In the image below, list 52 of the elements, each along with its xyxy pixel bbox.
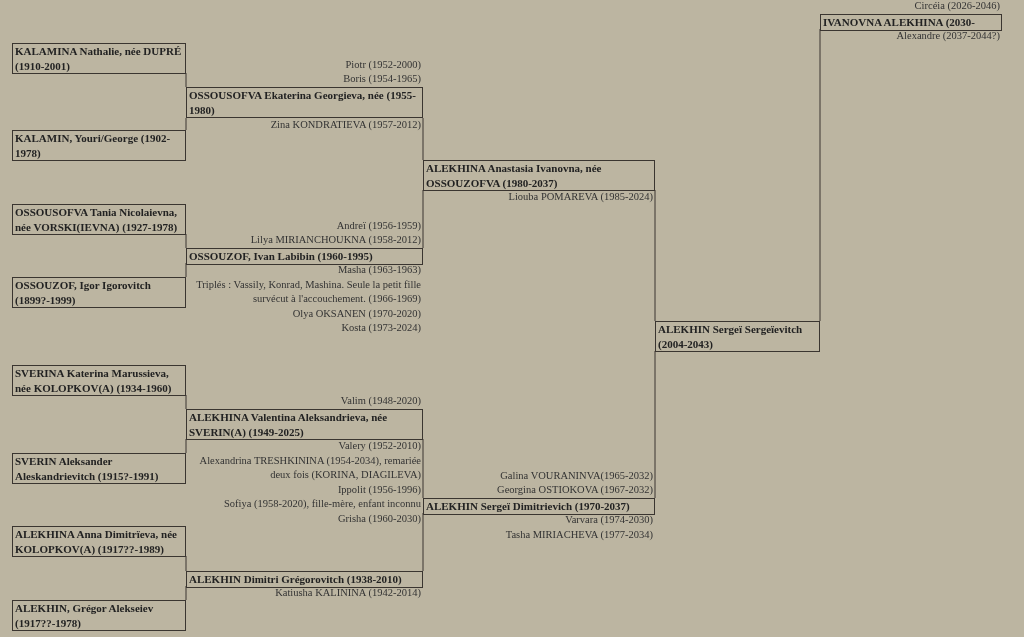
connector-line [422, 117, 424, 161]
person-box: OSSOUZOF, Igor Igorovitch (1899?-1999) [12, 277, 186, 308]
person-box: ALEKHIN, Grégor Alekseiev (1917??-1978) [12, 600, 186, 631]
person-box: ALEKHIN Sergeï Sergeïevitch (2004-2043) [655, 321, 820, 352]
person-box: OSSOUZOF, Ivan Labibin (1960-1995) [186, 248, 423, 265]
sibling-text: Liouba POMAREVA (1985-2024) [507, 190, 654, 204]
person-box: KALAMIN, Youri/George (1902-1978) [12, 130, 186, 161]
sibling-text: Kosta (1973-2024) [340, 321, 422, 336]
sibling-text: Ippolit (1956-1996) [336, 482, 422, 497]
sibling-text: Valim (1948-2020) [339, 394, 422, 409]
connector-line [422, 438, 424, 499]
sibling-text: Boris (1954-1965) [342, 72, 422, 87]
person-box: KALAMINA Nathalie, née DUPRÉ (1910-2001) [12, 43, 186, 74]
person-box: SVERINA Katerina Marussieva, née KOLOPKOV(A) (1934-1960) [12, 365, 186, 396]
sibling-text: Alexandrina TRESHKININA (1954-2034), remariée deux fois (KORINA, DIAGILEVA) [198, 453, 422, 483]
sibling-text: Varvara (1974-2030) [564, 513, 654, 527]
connector-line [422, 512, 424, 572]
sibling-text: Circéia (2026-2046) [913, 0, 1001, 14]
person-box: SVERIN Aleksander Aleskandrievitch (1915?-1991) [12, 453, 186, 484]
connector-line [819, 28, 821, 322]
connector-line [185, 585, 187, 601]
sibling-text: Katiusha KALININA (1942-2014) [274, 586, 422, 600]
person-box: ALEKHINA Valentina Aleksandrieva, née SVERIN(A) (1949-2025) [186, 409, 423, 440]
connector-line [185, 438, 187, 454]
sibling-text: Tasha MIRIACHEVA (1977-2034) [504, 527, 654, 542]
connector-line [185, 233, 187, 249]
connector-line [185, 555, 187, 572]
connector-line [654, 350, 656, 499]
connector-line [185, 394, 187, 410]
sibling-text: Alexandre (2037-2044?) [895, 29, 1001, 43]
connector-line [422, 189, 424, 249]
person-box: ALEKHINA Anastasia Ivanovna, née OSSOUZOFVA (1980-2037) [423, 160, 655, 191]
person-box: OSSOUSOFVA Tania Nicolaievna, née VORSKI(IEVNA) (1927-1978) [12, 204, 186, 235]
sibling-text: Zina KONDRATIEVA (1957-2012) [269, 118, 422, 132]
person-box: OSSOUSOFVA Ekaterina Georgieva, née (1955-1980) [186, 87, 423, 118]
sibling-text: Andreï (1956-1959) [335, 218, 422, 233]
connector-line [185, 117, 187, 131]
sibling-text: Piotr (1952-2000) [344, 57, 422, 72]
connector-line [185, 72, 187, 88]
sibling-text: Valery (1952-2010) [337, 439, 422, 453]
connector-line [654, 189, 656, 322]
person-box: ALEKHIN Dimitri Grégorovitch (1938-2010) [186, 571, 423, 588]
sibling-text: Grisha (1960-2030) [336, 511, 422, 526]
person-box: IVANOVNA ALEKHINA (2030- [820, 14, 1002, 31]
sibling-text: Lilya MIRIANCHOUKNA (1958-2012) [249, 233, 422, 248]
connector-line [185, 262, 187, 278]
sibling-text: Sofiya (1958-2020), fille-mère, enfant inconnu [222, 497, 422, 512]
sibling-text: Masha (1963-1963) [336, 263, 422, 277]
sibling-text: Olya OKSANEN (1970-2020) [291, 306, 422, 321]
person-box: ALEKHIN Sergeï Dimitrievich (1970-2037) [423, 498, 655, 515]
sibling-text: Triplés : Vassily, Konrad, Mashina. Seule la petit fille survécut à l'accouchement. (1966-1969) [195, 277, 422, 307]
person-box: ALEKHINA Anna Dimitrïeva, née KOLOPKOV(A) (1917??-1989) [12, 526, 186, 557]
